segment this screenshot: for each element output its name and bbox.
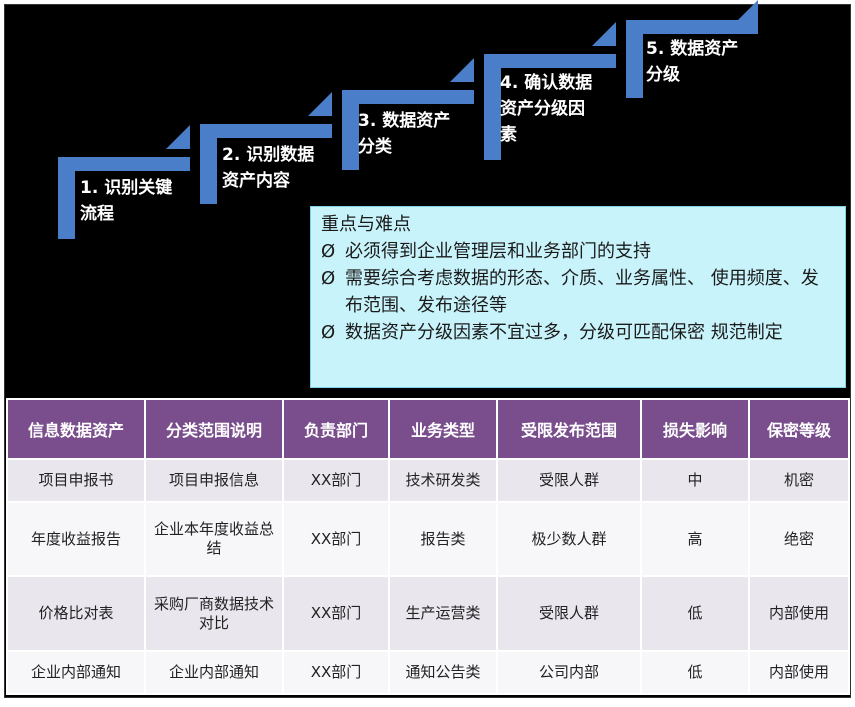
key-points-callout: 重点与难点 Ø 必须得到企业管理层和业务部门的支持 Ø 需要综合考虑数据的形态、… xyxy=(310,206,846,388)
step-2: 2. 识别数据 资产内容 xyxy=(200,92,340,208)
step-1-riser xyxy=(58,157,75,239)
table-cell: 受限人群 xyxy=(496,575,642,653)
table-cell: 价格比对表 xyxy=(6,575,146,653)
table-cell: 受限人群 xyxy=(496,458,642,503)
table-cell: 绝密 xyxy=(748,500,850,578)
step-4-label: 4. 确认数据 资产分级因 素 xyxy=(500,73,593,145)
step-3: 3. 数据资产 分类 xyxy=(342,58,482,174)
step-2-arrow-tip xyxy=(308,92,332,116)
table-cell: 企业内部通知 xyxy=(144,650,284,695)
step-5-riser xyxy=(626,20,643,98)
table-cell: 项目申报信息 xyxy=(144,458,284,503)
table-cell: 企业本年度收益总结 xyxy=(144,500,284,578)
step-3-riser xyxy=(342,90,359,170)
step-4-arrow-tip xyxy=(592,22,616,46)
step-5-arrow-tip xyxy=(734,0,758,24)
bullet-icon: Ø xyxy=(321,322,336,343)
table-cell: 技术研发类 xyxy=(388,458,498,503)
callout-item-3: Ø 数据资产分级因素不宜过多，分级可匹配保密 规范制定 xyxy=(321,319,835,346)
step-4-riser xyxy=(484,54,501,160)
step-1-label: 1. 识别关键 流程 xyxy=(80,178,173,224)
bullet-icon: Ø xyxy=(321,241,336,262)
table-row: 年度收益报告 企业本年度收益总结 XX部门 报告类 极少数人群 高 绝密 xyxy=(6,500,850,578)
step-2-tread xyxy=(200,124,332,138)
step-5-tread xyxy=(626,20,758,34)
table-cell: XX部门 xyxy=(282,650,390,695)
table-row: 项目申报书 项目申报信息 XX部门 技术研发类 受限人群 中 机密 xyxy=(6,458,850,503)
table-cell: 中 xyxy=(640,458,750,503)
table-cell: 内部使用 xyxy=(748,575,850,653)
table-cell: 生产运营类 xyxy=(388,575,498,653)
table-cell: 低 xyxy=(640,650,750,695)
table-cell: 内部使用 xyxy=(748,650,850,695)
table-row: 企业内部通知 企业内部通知 XX部门 通知公告类 公司内部 低 内部使用 xyxy=(6,650,850,695)
table-cell: 极少数人群 xyxy=(496,500,642,578)
table-cell: 年度收益报告 xyxy=(6,500,146,578)
step-1-tread xyxy=(58,157,190,171)
table-cell: 企业内部通知 xyxy=(6,650,146,695)
table-cell: 项目申报书 xyxy=(6,458,146,503)
step-5: 5. 数据资产 分级 xyxy=(626,0,766,104)
table-cell: 公司内部 xyxy=(496,650,642,695)
header-cell: 业务类型 xyxy=(388,398,498,460)
callout-title: 重点与难点 xyxy=(321,214,411,235)
step-2-label: 2. 识别数据 资产内容 xyxy=(222,145,315,191)
step-3-arrow-tip xyxy=(450,58,474,82)
header-cell: 受限发布范围 xyxy=(496,398,642,460)
table-cell: XX部门 xyxy=(282,575,390,653)
header-cell: 信息数据资产 xyxy=(6,398,146,460)
table-cell: 低 xyxy=(640,575,750,653)
step-4: 4. 确认数据 资产分级因 素 xyxy=(484,22,624,164)
table-cell: XX部门 xyxy=(282,458,390,503)
table-cell: 机密 xyxy=(748,458,850,503)
step-1-arrow-tip xyxy=(166,125,190,149)
callout-item-text: 需要综合考虑数据的形态、介质、业务属性、 使用频度、发布范围、发布途径等 xyxy=(345,268,819,316)
step-5-label: 5. 数据资产 分级 xyxy=(646,39,739,85)
callout-item-2: Ø 需要综合考虑数据的形态、介质、业务属性、 使用频度、发布范围、发布途径等 xyxy=(321,265,835,319)
callout-item-text: 数据资产分级因素不宜过多，分级可匹配保密 规范制定 xyxy=(345,322,783,343)
table-cell: 高 xyxy=(640,500,750,578)
step-4-tread xyxy=(484,54,616,68)
step-2-riser xyxy=(200,124,217,204)
table-header-row: 信息数据资产 分类范围说明 负责部门 业务类型 受限发布范围 损失影响 保密等级 xyxy=(6,398,850,460)
bullet-icon: Ø xyxy=(321,268,336,289)
table-cell: 采购厂商数据技术对比 xyxy=(144,575,284,653)
data-asset-table: 信息数据资产 分类范围说明 负责部门 业务类型 受限发布范围 损失影响 保密等级… xyxy=(6,398,850,695)
callout-item-1: Ø 必须得到企业管理层和业务部门的支持 xyxy=(321,238,835,265)
table-cell: 报告类 xyxy=(388,500,498,578)
step-1: 1. 识别关键 流程 xyxy=(58,125,198,241)
header-cell: 分类范围说明 xyxy=(144,398,284,460)
header-cell: 负责部门 xyxy=(282,398,390,460)
table-cell: 通知公告类 xyxy=(388,650,498,695)
table-row: 价格比对表 采购厂商数据技术对比 XX部门 生产运营类 受限人群 低 内部使用 xyxy=(6,575,850,653)
step-3-label: 3. 数据资产 分类 xyxy=(358,111,451,157)
header-cell: 损失影响 xyxy=(640,398,750,460)
header-cell: 保密等级 xyxy=(748,398,850,460)
callout-item-text: 必须得到企业管理层和业务部门的支持 xyxy=(345,241,651,262)
table-cell: XX部门 xyxy=(282,500,390,578)
step-3-tread xyxy=(342,90,474,104)
